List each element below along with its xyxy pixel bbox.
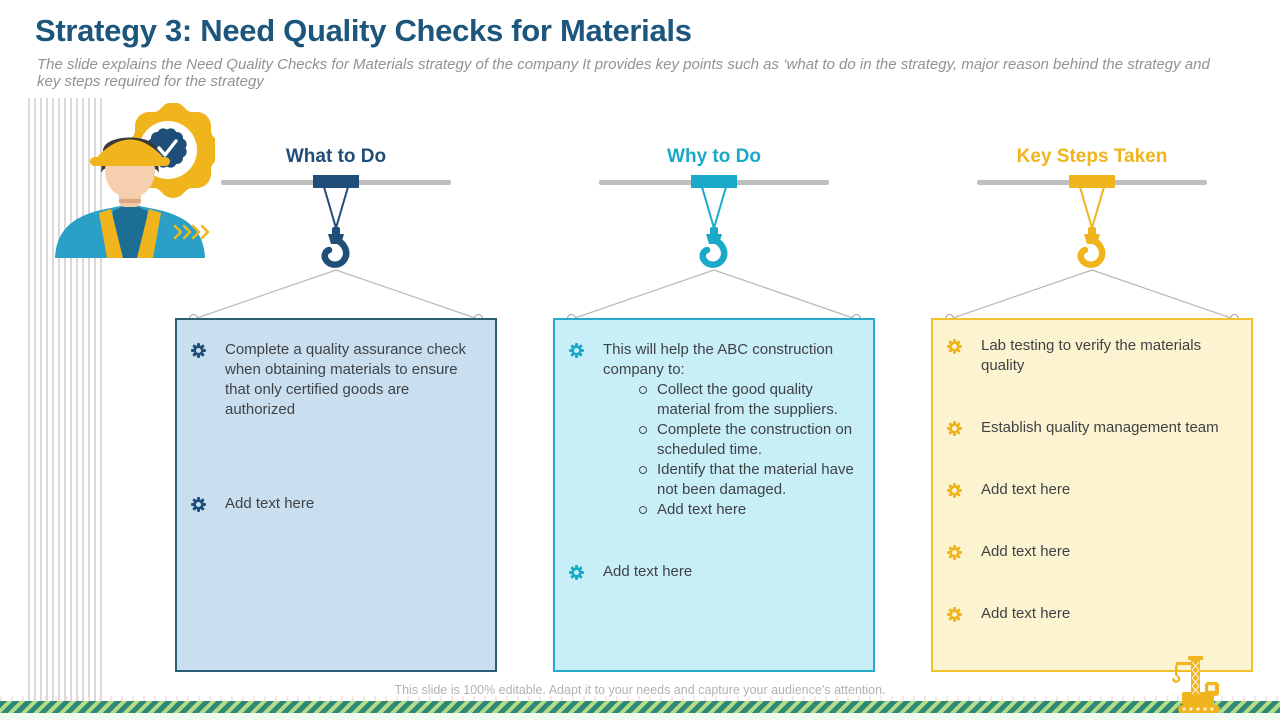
bullet-item-text: Establish quality management team [981,419,1219,436]
circle-marker-icon [639,466,647,474]
bullet-item: Complete a quality assurance check when … [189,340,481,420]
sub-bullet-item: Add text here [639,500,859,520]
bullet-item: Establish quality management team [945,418,1237,438]
column-header: What to Do [285,146,387,167]
crane-trolley-block [1069,175,1115,188]
bullet-item-text: Complete a quality assurance check when … [225,341,466,418]
bullet-item-text: This will help the ABC construction comp… [603,340,859,520]
gear-icon [947,545,962,560]
bullet-item-text: Add text here [981,543,1071,560]
bullet-item-text: Add text here [981,605,1071,622]
gear-icon [947,339,962,354]
crane-cables [1079,187,1105,229]
circle-marker-icon [639,426,647,434]
sub-bullet-item: Collect the good quality material from t… [639,380,859,420]
sub-bullet-text: Complete the construction on scheduled t… [657,421,853,458]
gear-icon [191,497,206,512]
bullet-item-text: Lab testing to verify the materials qual… [981,337,1202,374]
crane-cables [323,187,349,229]
bullet-item: Add text here [945,604,1237,624]
crane-machine-icon [1172,656,1220,713]
strategy-column-3: Key Steps Taken [931,140,1253,672]
footer-note: This slide is 100% editable. Adapt it to… [394,683,886,697]
gear-icon [191,343,206,358]
sub-bullet-item: Complete the construction on scheduled t… [639,420,859,460]
sub-bullet-item: Identify that the material have not been… [639,460,859,500]
bullet-item-text: Add text here [603,563,693,580]
bullet-item: Add text here [567,562,859,582]
hook-to-box-lines [193,269,479,320]
crane-trolley-block [313,175,359,188]
column-header: Key Steps Taken [1016,146,1168,167]
bullet-item: Lab testing to verify the materials qual… [945,336,1237,376]
dotted-strip-decor [0,696,1280,701]
gear-icon [569,565,584,580]
gear-icon [947,607,962,622]
below-ribbon-strip [0,713,1280,720]
bullet-item-text: Add text here [225,495,315,512]
sub-bullet-text: Add text here [657,501,747,518]
left-stripes-decor [28,98,106,702]
bottom-ribbon [0,701,1280,713]
circle-marker-icon [639,506,647,514]
bullet-item: Add text here [945,542,1237,562]
page-title: Strategy 3: Need Quality Checks for Mate… [35,13,692,48]
content-box: This will help the ABC construction comp… [553,318,875,672]
hook-to-box-lines [949,269,1235,320]
strategy-column-2: Why to Do [553,140,875,672]
hook-to-box-lines [571,269,857,320]
crane-hook-icon [321,227,350,268]
crane-cables [701,187,727,229]
crane-trolley-block [691,175,737,188]
slide-subtitle: The slide explains the Need Quality Chec… [37,56,1210,90]
bullet-item: This will help the ABC construction comp… [567,340,859,520]
chevrons-icon [173,224,210,240]
gear-icon [947,421,962,436]
bullet-item-text: Add text here [981,481,1071,498]
crane-hook-icon [1077,227,1106,268]
worker-quality-badge-icon [55,103,215,258]
gear-icon [569,343,584,358]
strategy-column-1: What to Do [175,140,497,672]
circle-marker-icon [639,386,647,394]
bullet-item: Add text here [945,480,1237,500]
gear-icon [947,483,962,498]
crane-hook-icon [699,227,728,268]
bullet-item: Add text here [189,494,481,514]
sub-bullet-text: Collect the good quality material from t… [657,381,838,418]
column-header: Why to Do [667,146,761,167]
content-box: Complete a quality assurance check when … [175,318,497,672]
sub-bullet-list: Collect the good quality material from t… [603,380,859,520]
content-box: Lab testing to verify the materials qual… [931,318,1253,672]
sub-bullet-text: Identify that the material have not been… [657,461,854,498]
